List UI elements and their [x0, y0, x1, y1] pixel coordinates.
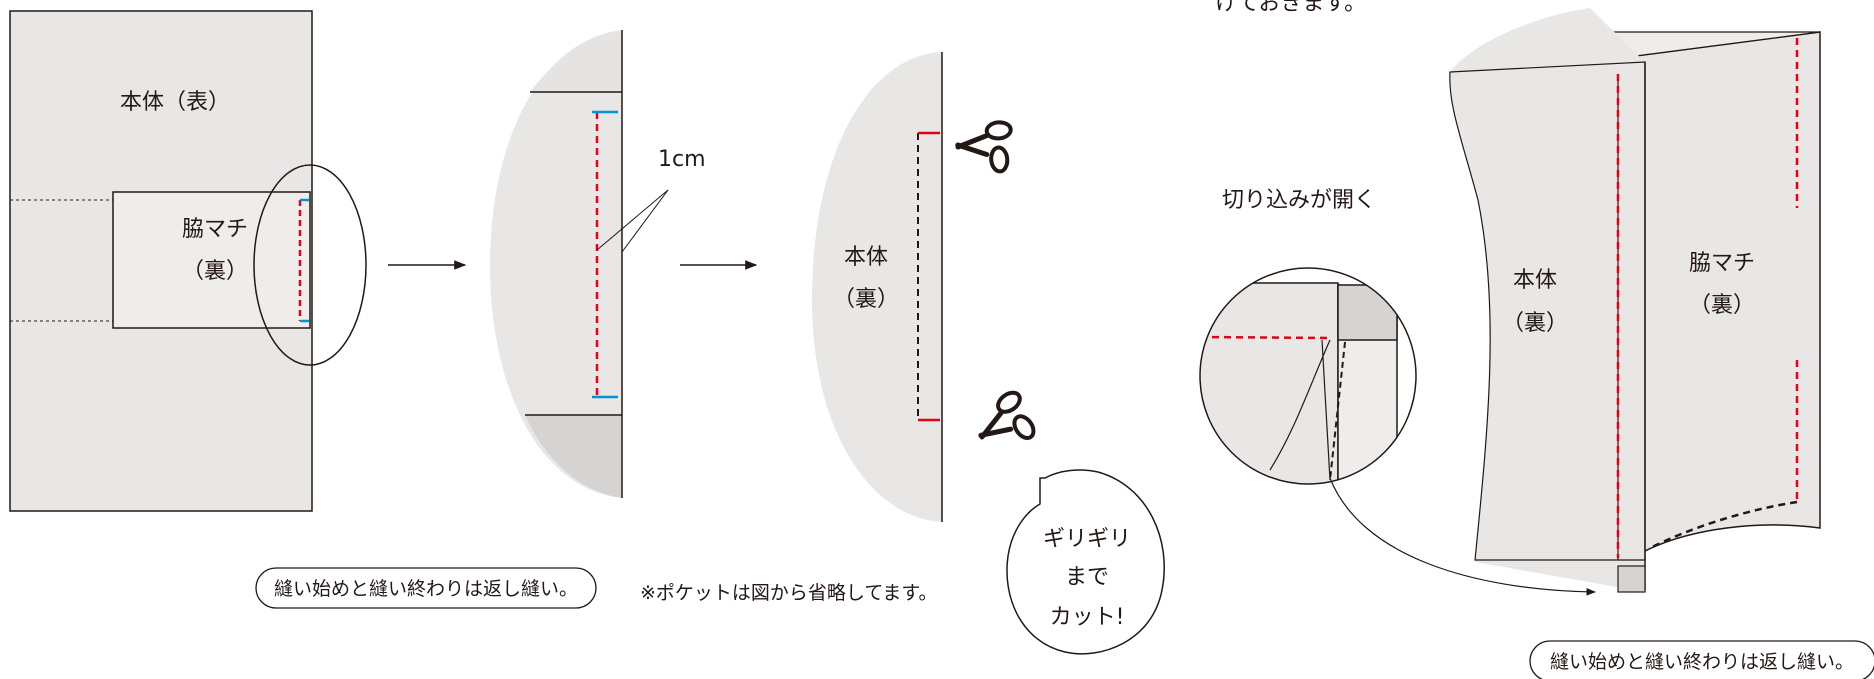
- side-gusset-back-panel: [1618, 31, 1821, 554]
- side-gusset-back-label: （裏）: [182, 259, 248, 284]
- backstitch-note-box: [255, 567, 597, 609]
- zoomed-fabric: [490, 30, 622, 498]
- body3d-back-label: （裏）: [1502, 311, 1568, 336]
- zoom-circle: [253, 164, 367, 366]
- speech-bubble: [1006, 469, 1165, 655]
- side-gusset-panel: [112, 191, 311, 329]
- body-front-label: 本体（表）: [120, 90, 230, 115]
- backstitch-note-box-2: [1529, 640, 1874, 679]
- figure-2: 1cm: [490, 30, 706, 498]
- figure-1: 本体（表） 脇マチ （裏）: [9, 10, 367, 512]
- gusset-label: 脇マチ: [1689, 251, 1755, 276]
- body-back-fabric: [812, 52, 942, 522]
- leader-arrow: [1329, 477, 1596, 596]
- backstitch-note-2: 縫い始めと縫い終わりは返し縫い。: [1550, 651, 1854, 673]
- gusset-back-label: （裏）: [1689, 293, 1755, 318]
- figure-3: 本体 （裏） ギリギリ まで カット!: [812, 52, 1165, 655]
- body3d-label: 本体: [1513, 268, 1557, 293]
- cut-opens-label: 切り込みが開く: [1222, 188, 1376, 213]
- one-cm-label: 1cm: [658, 147, 706, 172]
- truncated-top-text: けておきます。: [1215, 0, 1366, 16]
- figure-4: けておきます。 脇マチ （裏） 本体 （裏） 切り込みが開く: [1199, 0, 1874, 679]
- bubble-line-1: ギリギリ: [1043, 527, 1131, 552]
- magnifier-lens: [1200, 268, 1416, 484]
- side-gusset-label: 脇マチ: [182, 217, 248, 242]
- body-label: 本体: [844, 245, 888, 270]
- backstitch-note: 縫い始めと縫い終わりは返し縫い。: [274, 578, 578, 600]
- scissors-icon: [970, 389, 1042, 460]
- body-back-label: （裏）: [833, 287, 899, 312]
- scissors-icon: [956, 121, 1014, 175]
- pocket-note: ※ポケットは図から省略してます。: [640, 582, 938, 604]
- bubble-line-2: まで: [1065, 565, 1109, 590]
- bubble-line-3: カット!: [1050, 605, 1125, 630]
